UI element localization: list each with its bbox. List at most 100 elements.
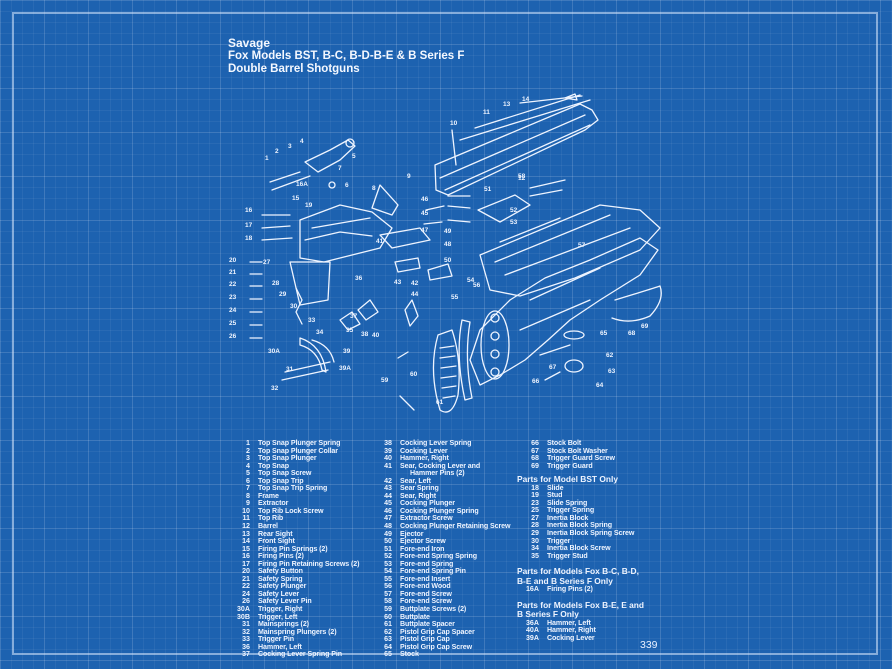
part-number: 40 [384,454,392,463]
part-name: Trigger Stud [547,551,588,560]
stock-bolt [539,344,571,356]
part-number: 64 [384,642,392,651]
part-name: Top Snap Trip [258,476,304,485]
part-name: Inertia Block Screw [547,544,611,553]
part-number: 50 [384,537,392,546]
part-name: Top Snap Plunger [258,454,317,463]
callout-39: 39 [343,348,351,355]
part-number: 25 [531,506,539,515]
part-name: Top Snap Plunger Collar [258,446,338,455]
part-name: Stock Bolt Washer [547,446,608,455]
part-name: Buttplate Screws (2) [400,605,467,614]
part-name: Fore-end Insert [400,574,451,583]
callout-43: 43 [394,279,402,286]
part-number: 67 [531,446,539,455]
part-name: Extractor [258,499,289,508]
callout-19: 19 [305,202,313,209]
part-name: Firing Pins (2) [547,585,593,594]
part-number: 52 [384,552,392,561]
callout-5: 5 [352,153,356,160]
part-name: Fore-end Screw [400,589,452,598]
part-name: Trigger, Left [258,612,298,621]
part-name: Hammer Pins (2) [410,469,465,478]
part-name: Stock [400,650,419,659]
top-snap-lever [269,138,356,191]
part-number: 2 [246,446,250,455]
callout-59: 59 [381,377,389,384]
part-number: 6 [246,476,250,485]
part-number: 3 [246,454,250,463]
part-number: 49 [384,529,392,538]
part-name: Hammer, Right [547,626,596,635]
callout-24: 24 [229,307,237,314]
callout-38: 38 [361,331,369,338]
parts-list-row: 67 Stock Bolt Washer [517,446,644,456]
part-name: Pistol Grip Cap [400,635,450,644]
callout-2: 2 [275,148,279,155]
callout-27: 27 [263,259,271,266]
part-number: 55 [384,574,392,583]
part-name: Cocking Lever Spring Pin [258,650,342,659]
part-number: 23 [531,498,539,507]
stock [469,237,659,386]
part-number: 65 [384,650,392,659]
part-number: 15 [242,544,250,553]
callout-69: 69 [641,323,649,330]
part-name: Top Snap [258,461,289,470]
part-name: Slide Spring [547,498,588,507]
part-number: 33 [242,635,250,644]
part-number: 14 [242,537,250,546]
part-number: 30A [236,605,250,614]
part-number: 28 [531,521,539,530]
callout-40: 40 [372,332,380,339]
part-number: 61 [384,620,392,629]
part-number: 45 [384,499,392,508]
page-border [12,12,878,655]
part-number: 69 [531,461,539,470]
part-number: 47 [384,514,392,523]
callout-53: 53 [510,219,518,226]
part-name: Buttplate [400,612,430,621]
part-number: 31 [242,620,250,629]
part-number: 48 [384,522,392,531]
part-name: Pistol Grip Cap Screw [400,642,473,651]
part-name: Hammer, Left [547,618,591,627]
callout-29: 29 [279,291,287,298]
callout-6: 6 [345,182,349,189]
part-number: 66 [531,439,539,447]
part-name: Top Rib [258,514,284,523]
callout-17: 17 [245,222,253,229]
part-name: Safety Lever Pin [258,597,312,606]
part-name: Cocking Lever [400,446,448,455]
callout-62: 62 [606,352,614,359]
callout-30A: 30A [268,348,280,355]
buttplate [397,319,473,413]
part-number: 59 [384,605,392,614]
part-name: Sear Spring [400,484,439,493]
